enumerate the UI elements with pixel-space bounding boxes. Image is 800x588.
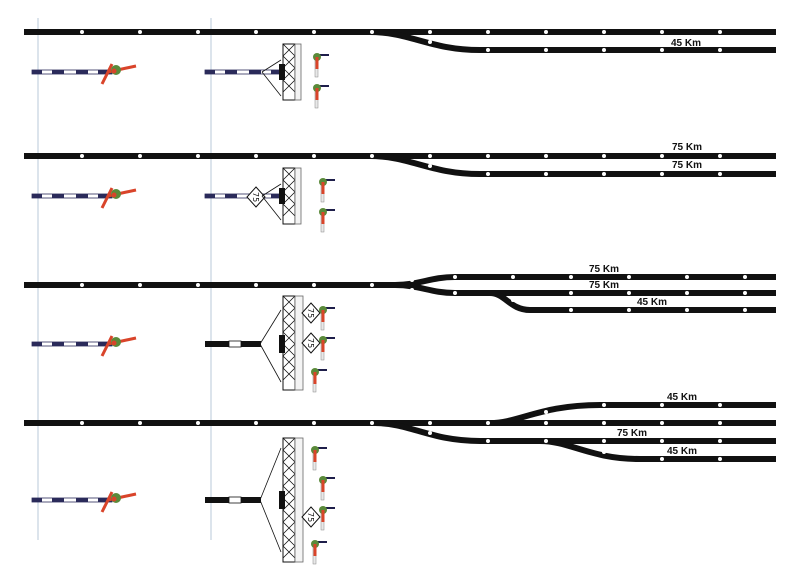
speed-board: 75 (246, 186, 266, 208)
speed-label: 75 Km (672, 142, 702, 153)
svg-text:75: 75 (306, 512, 315, 522)
track-markers (80, 30, 722, 52)
level-crossing-barrier (31, 69, 113, 75)
speed-board: 75 (301, 302, 321, 324)
svg-text:75: 75 (306, 338, 315, 348)
speed-label: 75 Km (589, 264, 619, 275)
speed-label: 45 Km (671, 38, 701, 49)
svg-text:75: 75 (251, 192, 260, 202)
speed-label: 75 Km (672, 160, 702, 171)
signal-gantry (261, 43, 302, 101)
speed-label: 75 Km (589, 280, 619, 291)
diverging-track (369, 29, 776, 53)
speed-label: 45 Km (667, 446, 697, 457)
semaphore-signal (100, 62, 138, 86)
home-signal (311, 51, 331, 79)
signal-row-3: 75 Km 75 Km 45 Km 75 75 (24, 264, 776, 394)
signal-barrier (204, 69, 286, 75)
speed-label: 75 Km (617, 428, 647, 439)
svg-text:75: 75 (306, 308, 315, 318)
speed-label: 45 Km (667, 392, 697, 403)
signal-row-4: 45 Km 75 Km 45 Km 75 (24, 392, 776, 566)
distant-signal (311, 82, 331, 110)
speed-board: 75 (301, 506, 321, 528)
speed-label: 45 Km (637, 297, 667, 308)
speed-board: 75 (301, 332, 321, 354)
signal-row-1: 45 Km (24, 29, 776, 110)
signal-row-2: 75 Km 75 Km 75 (24, 142, 776, 234)
